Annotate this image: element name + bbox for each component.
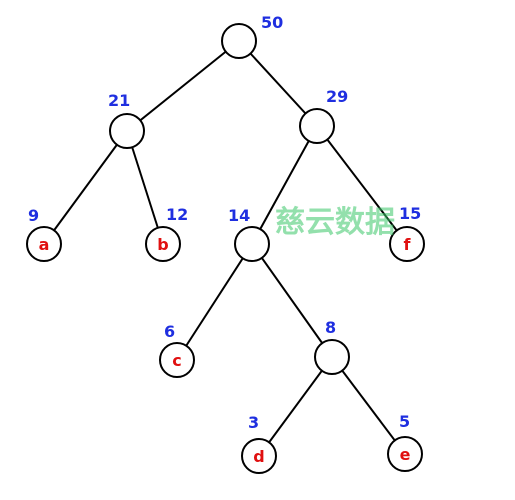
node-circle (109, 113, 145, 149)
node-weight: 21 (108, 91, 130, 110)
tree-edge (43, 130, 128, 245)
node-weight: 29 (326, 87, 348, 106)
node-circle (26, 226, 62, 262)
node-circle (241, 438, 277, 474)
leaf-label: f (404, 235, 412, 254)
tree-edge (258, 356, 333, 457)
tree-edge (251, 243, 333, 358)
tree-node-f: f 15 (389, 204, 425, 262)
tree-node-a: a9 (26, 206, 62, 262)
tree-edge (251, 125, 318, 245)
node-circle (159, 342, 195, 378)
tree-node-c: c6 (159, 322, 195, 378)
tree-node-n8: 8 (314, 318, 350, 375)
tree-node-n21: 21 (108, 91, 145, 149)
node-circle (389, 226, 425, 262)
tree-node-n50: 50 (221, 13, 283, 59)
node-weight: 15 (399, 204, 421, 223)
tree-edge (176, 243, 253, 361)
node-weight: 12 (166, 205, 188, 224)
node-weight: 50 (261, 13, 283, 32)
node-weight: 6 (164, 322, 175, 341)
tree-node-n14: 14 (228, 206, 270, 262)
node-weight: 5 (399, 412, 410, 431)
node-circle (314, 339, 350, 375)
leaf-label: d (253, 447, 264, 466)
leaf-label: c (172, 351, 181, 370)
tree-edge (238, 40, 318, 127)
node-weight: 3 (248, 413, 259, 432)
tree-node-e: e5 (387, 412, 423, 472)
tree-node-n29: 29 (299, 87, 348, 144)
tree-edges (43, 40, 408, 457)
tree-edge (126, 130, 164, 245)
node-weight: 14 (228, 206, 250, 225)
node-circle (221, 23, 257, 59)
tree-edge (316, 125, 408, 245)
leaf-label: b (157, 235, 168, 254)
tree-node-d: d3 (241, 413, 277, 474)
leaf-label: a (39, 235, 50, 254)
node-weight: 9 (28, 206, 39, 225)
watermark-text: 慈云数据 (275, 205, 395, 240)
tree-node-b: b 12 (145, 205, 188, 262)
node-circle (387, 436, 423, 472)
tree-edge (331, 356, 406, 455)
node-circle (299, 108, 335, 144)
node-weight: 8 (325, 318, 336, 337)
node-circle (234, 226, 270, 262)
node-circle (145, 226, 181, 262)
tree-edge (126, 40, 240, 132)
leaf-label: e (400, 445, 411, 464)
